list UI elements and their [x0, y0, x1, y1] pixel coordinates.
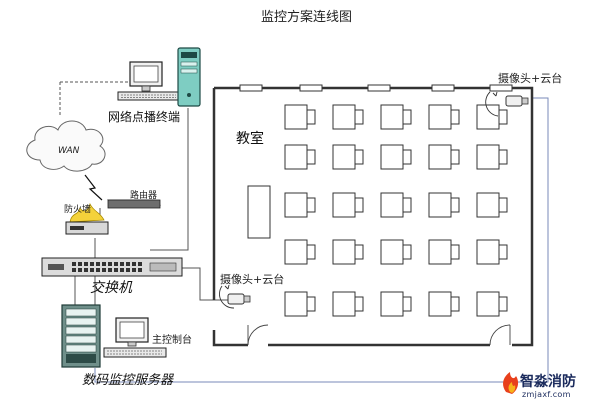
- tower-server-icon: [177, 47, 201, 107]
- firewall-label: 防火墙: [64, 205, 92, 215]
- lightning-icon: [84, 174, 103, 201]
- desk-row-1: [284, 104, 508, 130]
- camera-right-icon: [485, 91, 529, 117]
- diagram-title: 监控方案连线图: [260, 10, 352, 25]
- server-rack-icon: [61, 304, 101, 368]
- desk-grid: [284, 104, 508, 317]
- wan-cloud-icon: [26, 120, 106, 172]
- classroom-windows: [239, 84, 513, 92]
- switch-icon: [41, 257, 183, 277]
- watermark-logo-icon: [503, 372, 519, 394]
- camera-right-label: 摄像头+云台: [498, 72, 563, 85]
- desk-row-2: [284, 144, 508, 170]
- switch-label: 交换机: [90, 280, 132, 296]
- tower-switch-link: [150, 108, 189, 251]
- camera-left-icon: [219, 284, 251, 309]
- classroom-label: 教室: [236, 131, 264, 147]
- desk-row-4: [284, 239, 508, 265]
- watermark-name: 智淼消防: [520, 374, 576, 390]
- lectern-icon: [247, 185, 271, 239]
- router-label: 路由器: [130, 191, 158, 201]
- firewall-icon: [65, 202, 109, 235]
- watermark-url: zmjaxf.com: [522, 390, 571, 399]
- desk-row-5: [284, 291, 508, 317]
- connection-lines: [59, 81, 549, 383]
- wan-label: WAN: [58, 146, 80, 156]
- network-terminal-label: 网络点播终端: [108, 110, 181, 124]
- classroom-doors: [247, 324, 511, 346]
- console-computer-icon: [103, 317, 167, 358]
- camera-left-label: 摄像头+云台: [220, 273, 285, 286]
- desk-row-3: [284, 192, 508, 218]
- router-icon: [107, 199, 161, 209]
- master-console-label: 主控制台: [152, 335, 192, 346]
- terminal-computer-icon: [117, 61, 181, 101]
- digital-server-label: 数码监控服务器: [82, 373, 174, 388]
- server-camera-right-link: [94, 97, 549, 383]
